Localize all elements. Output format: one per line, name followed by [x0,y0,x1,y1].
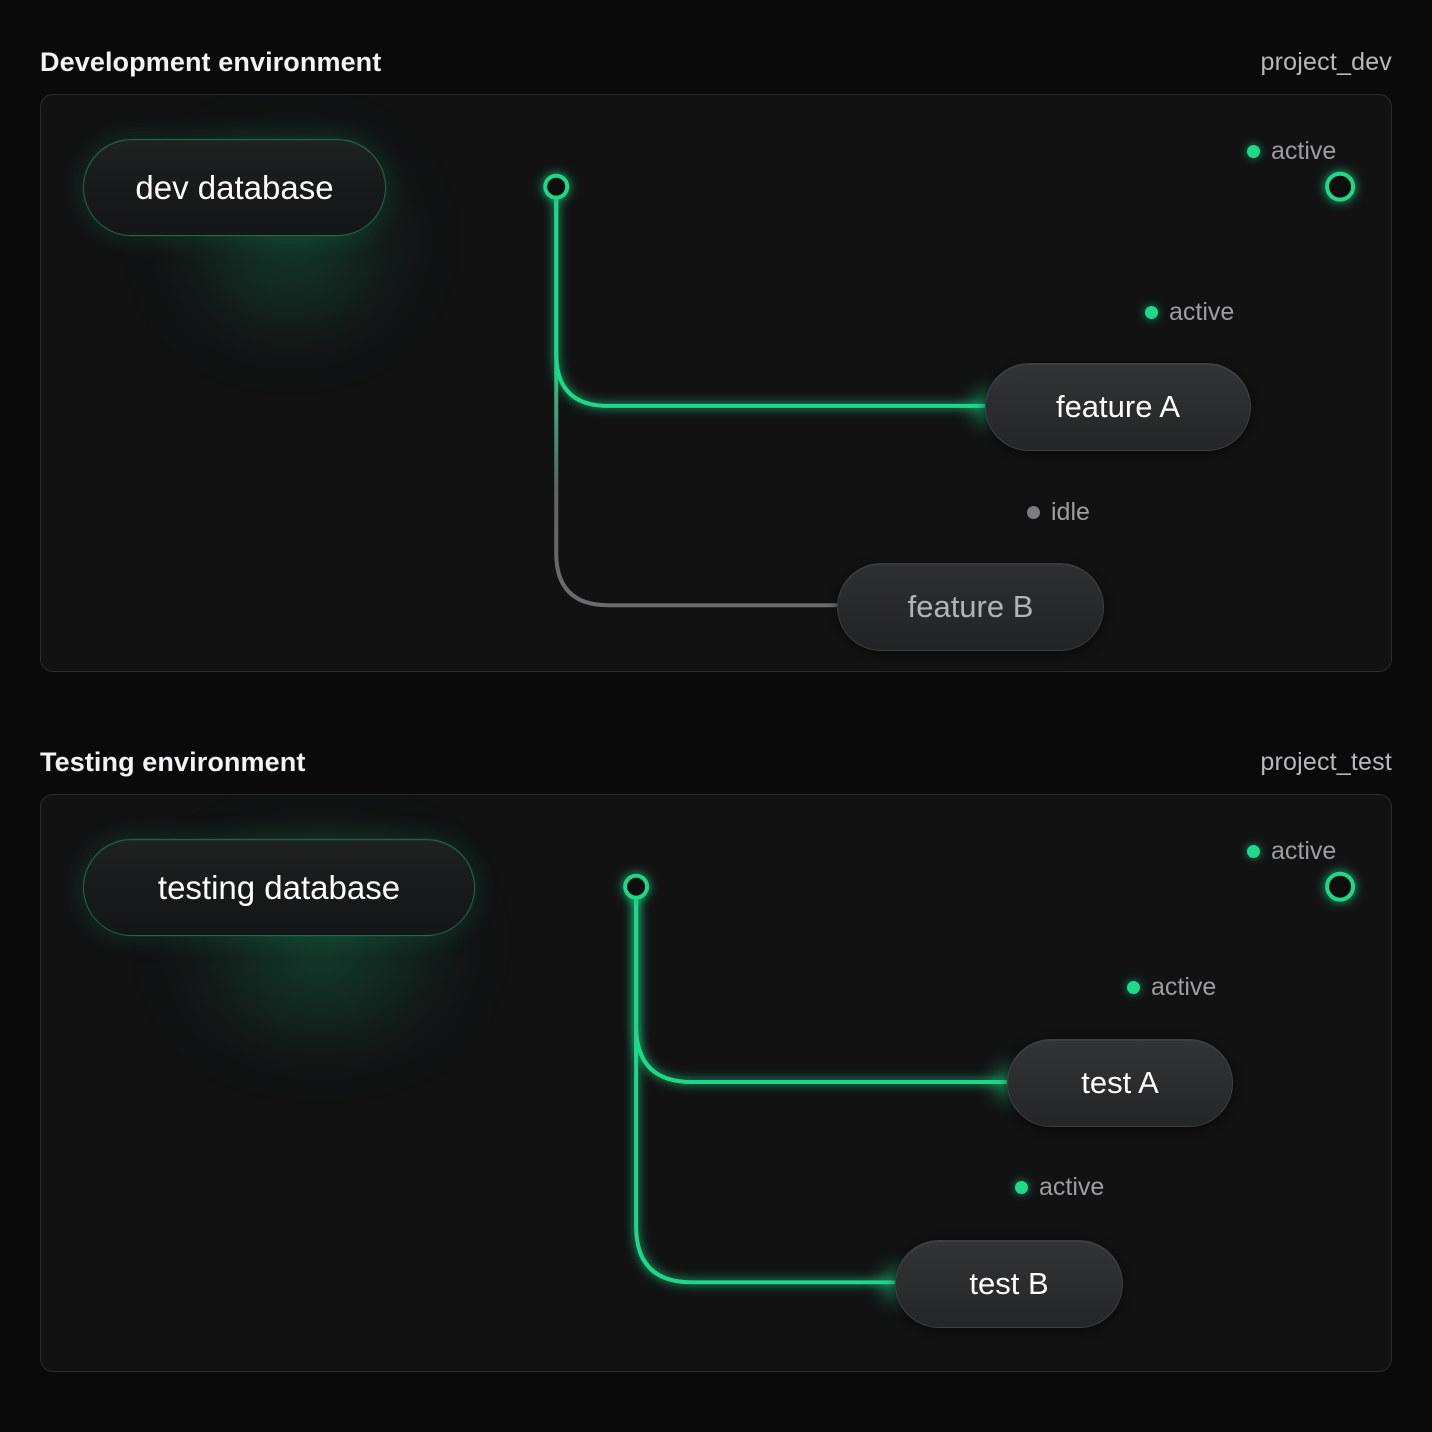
node-testing-database[interactable]: testing database [83,839,475,936]
endpoint-node-testing[interactable] [1325,871,1356,902]
endpoint-node-development[interactable] [1325,171,1356,202]
node-label: dev database [135,168,334,206]
wire-branch-test-b [634,884,896,1285]
status-dot-icon [1247,145,1260,158]
junction-node-development[interactable] [543,173,570,200]
node-label: feature B [907,589,1034,624]
node-label: feature A [1055,389,1181,424]
status-label: active [1271,137,1337,165]
status-label: idle [1051,498,1090,526]
status-dot-icon [1247,845,1260,858]
node-label: test B [969,1266,1049,1301]
status-dot-icon [1145,306,1158,319]
status-label: active [1169,298,1235,326]
section-testing: Testing environment project_test [0,730,1432,1372]
connector-wires-testing [472,871,1356,1285]
wire-branch-feature-a [554,184,986,408]
node-test-b[interactable]: test B [895,1240,1123,1328]
status-dot-icon [1127,981,1140,994]
node-feature-b[interactable]: feature B [837,563,1104,651]
status-badge-development-trunk: active [1247,137,1336,166]
status-badge-feature-b: idle [1027,498,1090,527]
panel-testing: active testing database active test A [40,794,1392,1372]
wire-branch-feature-b [554,184,838,608]
wire-branch-test-a [634,884,1008,1084]
node-test-a[interactable]: test A [1007,1039,1233,1127]
status-dot-icon [1027,506,1040,519]
status-badge-testing-trunk: active [1247,837,1336,866]
status-label: active [1271,837,1337,865]
status-badge-test-a: active [1127,973,1216,1002]
section-header-testing: Testing environment project_test [0,730,1432,794]
status-badge-feature-a: active [1145,298,1234,327]
project-label-testing: project_test [1260,747,1392,776]
node-feature-a[interactable]: feature A [985,363,1251,451]
section-header-development: Development environment project_dev [0,30,1432,94]
section-development: Development environment project_dev [0,30,1432,672]
node-dev-database[interactable]: dev database [83,139,386,236]
junction-node-testing[interactable] [623,873,650,900]
graph-canvas-development: active dev database active feature A [41,95,1391,671]
node-label: test A [1081,1065,1159,1100]
status-label: active [1039,1173,1105,1201]
project-label-development: project_dev [1260,47,1392,76]
graph-canvas-testing: active testing database active test A [41,795,1391,1371]
status-badge-test-b: active [1015,1173,1104,1202]
node-label: testing database [157,868,401,906]
connector-wires-development [383,171,1356,608]
page-title-testing: Testing environment [40,746,306,777]
page-title-development: Development environment [40,46,382,77]
status-dot-icon [1015,1181,1028,1194]
status-label: active [1151,973,1217,1001]
panel-development: active dev database active feature A [40,94,1392,672]
